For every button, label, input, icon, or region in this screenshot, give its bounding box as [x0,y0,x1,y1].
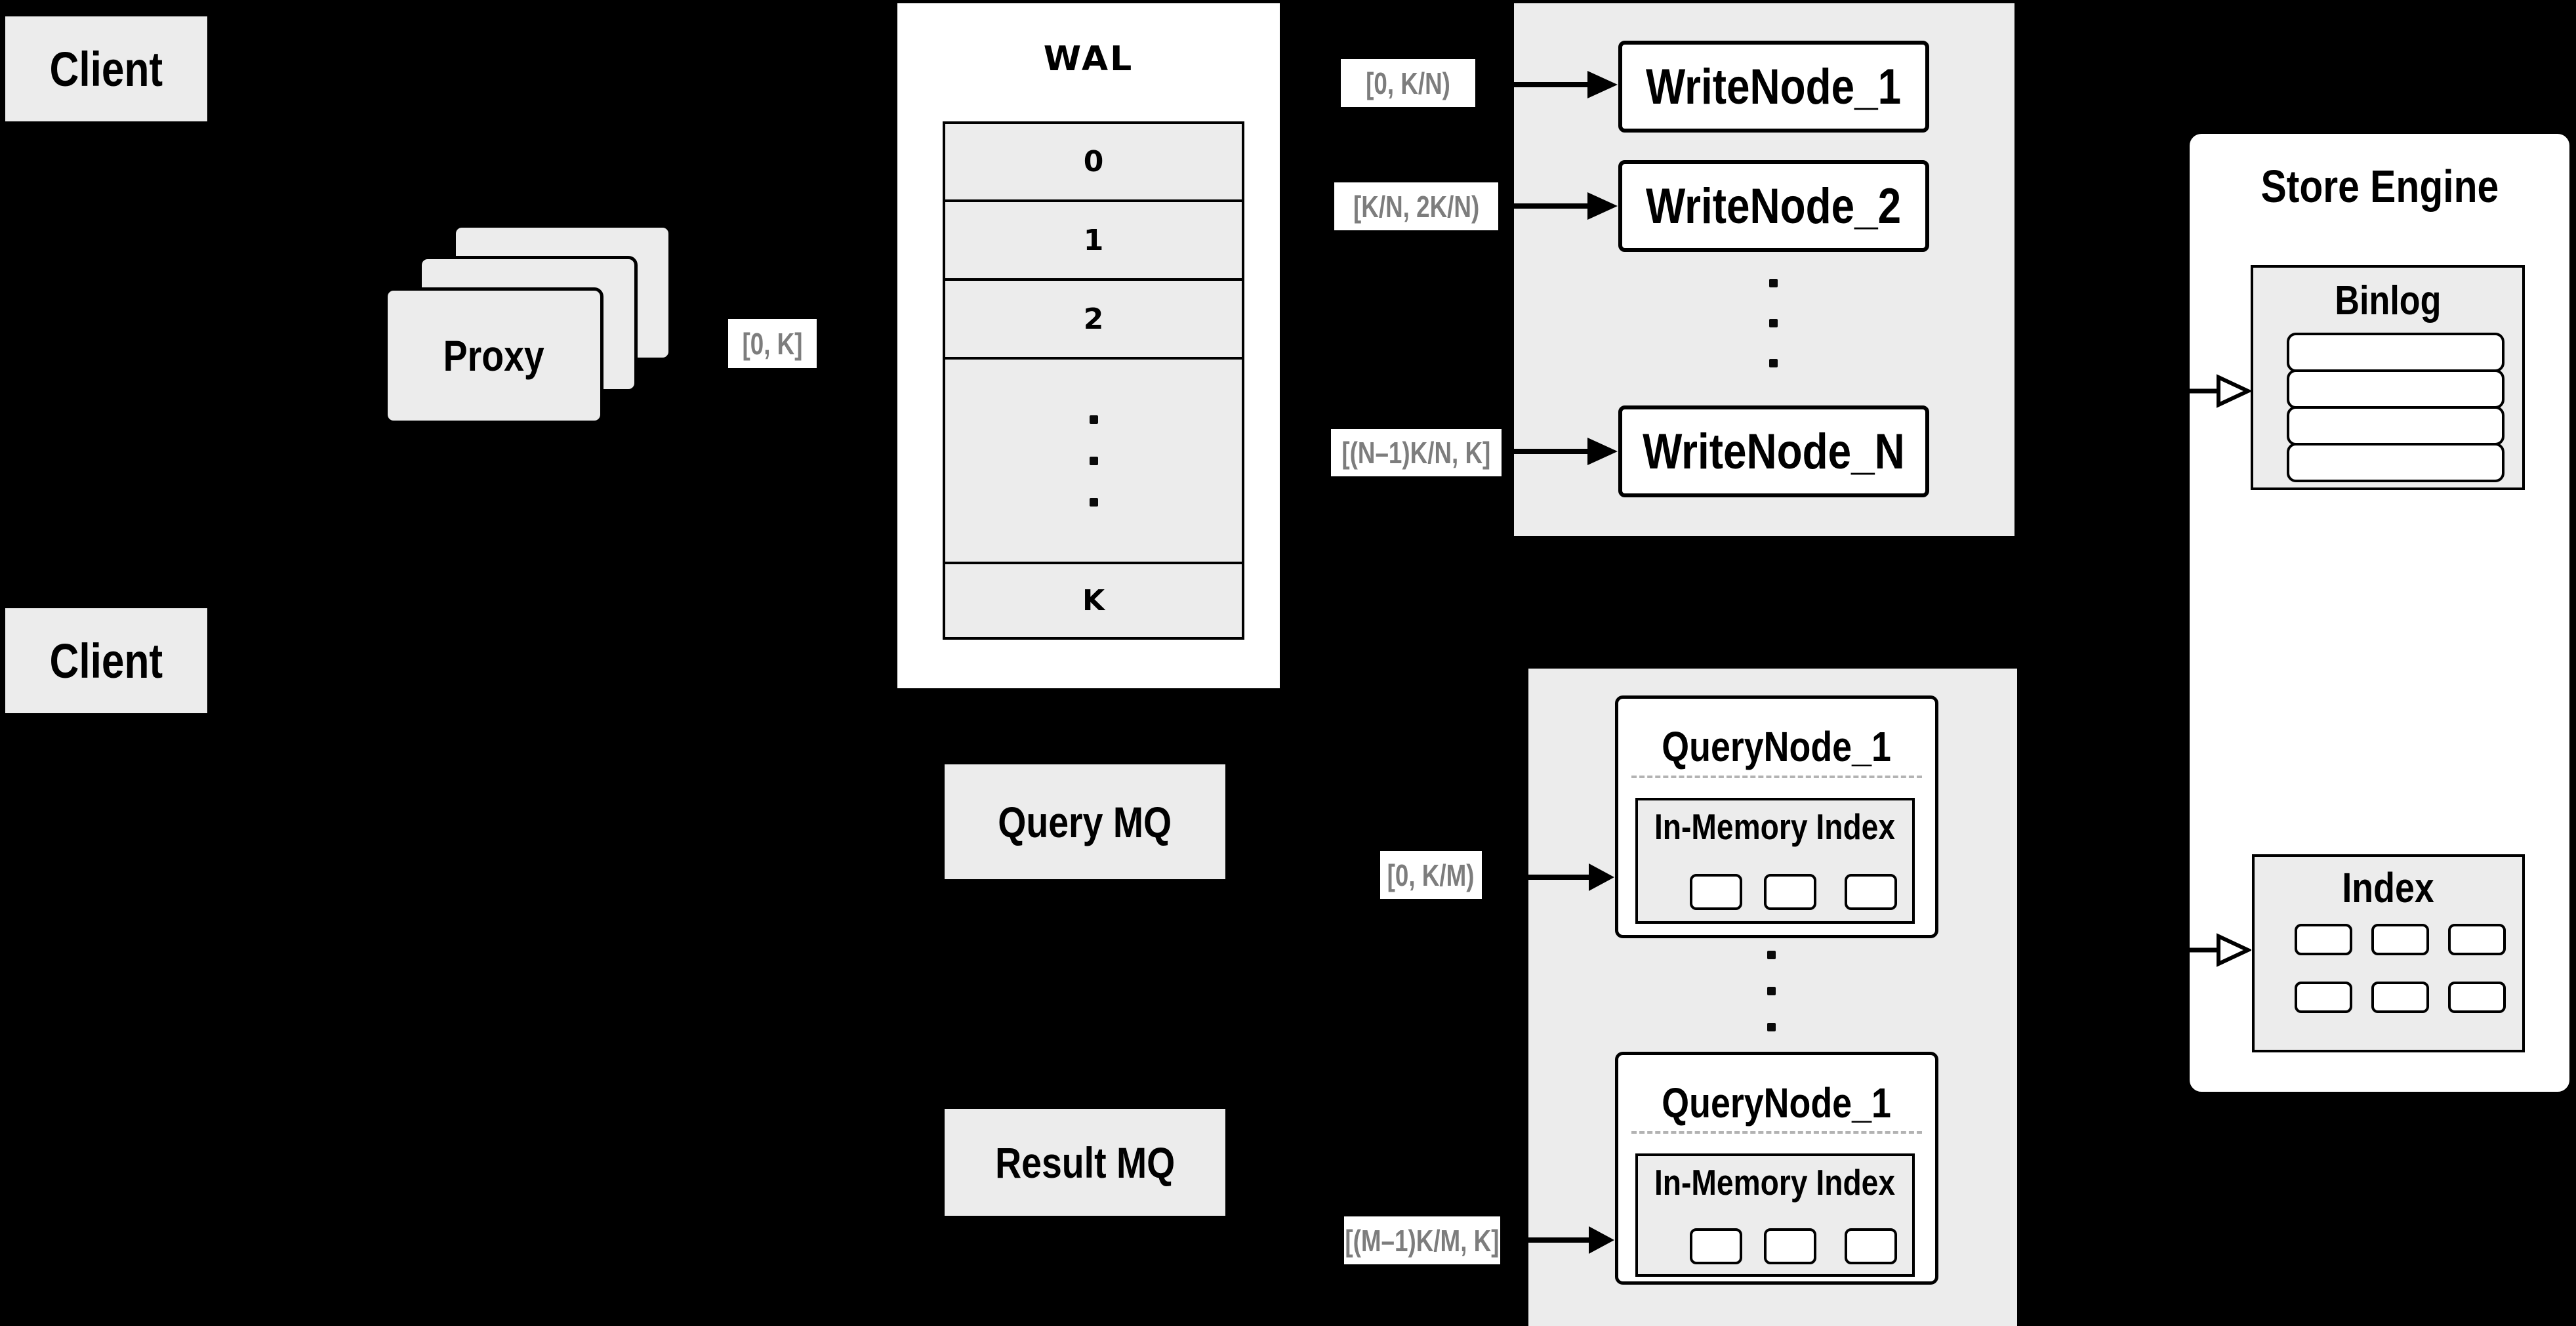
client-label: Client [49,633,163,688]
index-segment [2448,982,2506,1013]
range-chip-writenode-2: [K/N, 2K/N) [1334,182,1498,230]
ellipsis-dots-icon [1767,951,1776,1031]
proxy-card-front: Proxy [384,287,603,424]
memory-segment [1845,874,1897,910]
range-chip-writenode-1: [0, K/N) [1341,59,1475,107]
memory-segment [1690,1228,1742,1264]
client-box-top: Client [5,16,207,121]
wal-box: WAL 0 1 2 K [897,3,1280,688]
querynode-title: QueryNode_1 [1662,723,1892,770]
memory-segment [1690,874,1742,910]
range-chip-writenode-n: [(N–1)K/N, K] [1331,429,1502,476]
writenode-n-box: WriteNode_N [1618,405,1929,497]
index-segment [2295,982,2352,1013]
in-memory-index-box: In-Memory Index [1635,798,1915,924]
result-mq-box: Result MQ [945,1109,1225,1216]
query-mq-box: Query MQ [945,764,1225,879]
binlog-row [2287,406,2504,445]
wal-title: WAL [1043,39,1134,79]
range-chip-proxy: [0, K] [728,319,817,368]
range-chip-label: [0, K] [742,326,803,361]
wal-row-ellipsis [943,357,1244,564]
arrow-right-icon [1528,858,1616,897]
arrow-right-icon [1514,65,1619,104]
client-label: Client [49,41,163,96]
dashed-divider [1631,776,1922,778]
index-segment [2448,924,2506,955]
index-title: Index [2342,864,2435,911]
memory-segment [1764,874,1816,910]
ellipsis-dots-icon [1769,279,1778,367]
wal-row: 2 [943,278,1244,360]
index-segment [2371,982,2429,1013]
arrow-right-icon [1514,432,1619,471]
dashed-divider [1631,1131,1922,1134]
client-box-bottom: Client [5,608,207,713]
arrow-right-icon [1514,186,1619,226]
arrow-right-icon [1528,1220,1616,1260]
binlog-row [2287,443,2504,482]
store-engine-box: Store Engine Binlog Index [2187,131,2572,1094]
range-chip-querynode-m: [(M–1)K/M, K] [1344,1216,1500,1264]
binlog-row [2287,333,2504,372]
in-memory-index-title: In-Memory Index [1654,806,1896,847]
index-segment [2295,924,2352,955]
hollow-arrow-right-icon [2188,929,2251,971]
querynode-box-bottom: QueryNode_1 In-Memory Index [1615,1052,1938,1285]
querynode-title: QueryNode_1 [1662,1079,1892,1127]
proxy-label: Proxy [443,331,545,380]
writenode-2-box: WriteNode_2 [1618,160,1929,252]
writenode-1-box: WriteNode_1 [1618,41,1929,133]
memory-segment [1764,1228,1816,1264]
binlog-title: Binlog [2335,278,2441,323]
ellipsis-dots-icon [1089,415,1098,507]
store-engine-title: Store Engine [2260,161,2499,212]
wal-row: K [943,562,1244,640]
index-segment [2371,924,2429,955]
hollow-arrow-right-icon [2188,370,2251,412]
wal-row: 0 [943,121,1244,202]
in-memory-index-box: In-Memory Index [1635,1153,1915,1277]
binlog-row [2287,369,2504,409]
index-box: Index [2252,854,2525,1052]
wal-row: 1 [943,199,1244,281]
memory-segment [1845,1228,1897,1264]
range-chip-querynode-1: [0, K/M) [1380,851,1482,899]
binlog-box: Binlog [2251,265,2525,490]
querynode-box-top: QueryNode_1 In-Memory Index [1615,695,1938,938]
in-memory-index-title: In-Memory Index [1654,1162,1896,1203]
